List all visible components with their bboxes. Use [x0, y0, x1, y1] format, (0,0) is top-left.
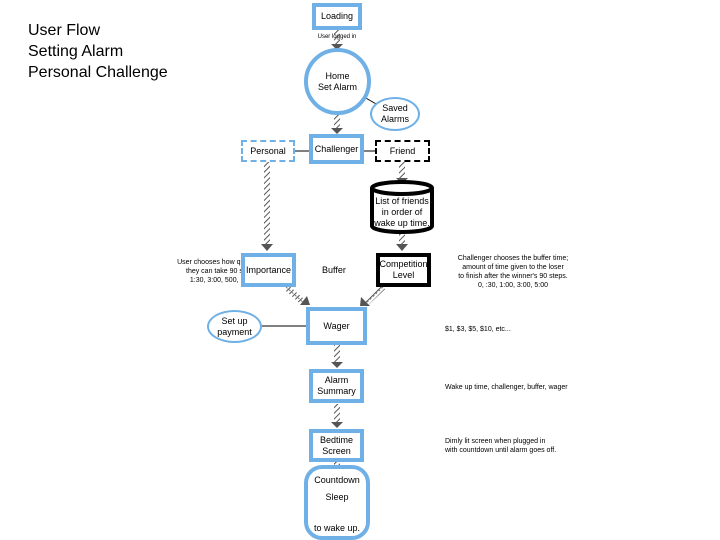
screen-label: Screen: [322, 445, 351, 456]
friends-list-label[interactable]: List of friends in order of wake up time…: [372, 196, 432, 229]
alarm-summary-node[interactable]: Alarm Summary: [309, 369, 364, 403]
title-line: Setting Alarm: [28, 43, 124, 60]
buffer-label: Buffer: [322, 265, 346, 275]
title-line: User Flow: [28, 22, 101, 39]
wager-label: Wager: [323, 320, 350, 331]
arrow-list-competition: [399, 232, 405, 244]
countdown-screen[interactable]: Countdown to wake up.: [304, 465, 370, 540]
arrow-bedtime-countdown: [334, 462, 340, 466]
user-logged-in-note: User logged in: [317, 34, 357, 40]
loading-node[interactable]: Loading: [312, 3, 362, 30]
home-set-alarm-node[interactable]: Home Set Alarm: [304, 48, 371, 115]
arrow-wager-summary: [334, 344, 340, 362]
payment-label: payment: [217, 326, 252, 337]
loading-label: Loading: [320, 11, 354, 21]
arrow-loading-home: [334, 30, 340, 44]
challenger-node[interactable]: Challenger: [309, 134, 364, 164]
importance-node[interactable]: Importance: [241, 253, 296, 287]
to-wake-up-label: to wake up.: [313, 523, 361, 533]
competition-label: Competition: [379, 259, 428, 269]
saved-label: Saved: [382, 103, 408, 113]
buffer-note: Challenger chooses the buffer time; amou…: [457, 255, 569, 289]
title-line: Personal Challenge: [28, 64, 168, 81]
bedtime-note: Dimly lit screen when plugged in with co…: [445, 438, 557, 454]
friends-list-line: wake up time.: [374, 218, 430, 228]
arrowhead: [331, 44, 343, 50]
arrowhead: [331, 362, 343, 368]
arrow-friend-list: [399, 162, 405, 178]
importance-label: Importance: [245, 264, 292, 275]
friend-node[interactable]: Friend: [375, 140, 430, 162]
wager-node[interactable]: Wager: [306, 307, 367, 345]
friend-label: Friend: [389, 145, 416, 156]
summary-note: Wake up time, challenger, buffer, wager: [445, 384, 568, 391]
arrowhead: [300, 296, 310, 305]
personal-label: Personal: [250, 145, 286, 156]
plain-connectors: [262, 96, 379, 327]
arrow-personal-importance: [264, 162, 270, 244]
arrow-summary-bedtime: [334, 404, 340, 422]
competition-level-node[interactable]: Competition Level: [376, 253, 431, 287]
friends-list-line: List of friends: [375, 196, 429, 206]
alarms-label: Alarms: [380, 114, 409, 124]
arrowhead: [331, 422, 343, 428]
page-title: User Flow Setting Alarm Personal Challen…: [28, 20, 168, 83]
challenger-label: Challenger: [314, 143, 359, 154]
saved-alarms-node[interactable]: Saved Alarms: [370, 97, 420, 131]
arrowhead: [396, 244, 408, 251]
alarm-label: Alarm: [324, 375, 349, 385]
countdown-label: Countdown: [314, 475, 360, 485]
sleep-label: Sleep: [325, 492, 349, 502]
home-label: Home: [325, 70, 350, 81]
set-up-payment-node[interactable]: Set up payment: [207, 310, 262, 343]
arrowhead: [331, 128, 343, 134]
level-label: Level: [392, 270, 415, 280]
arrow-home-challenger: [334, 112, 340, 128]
friends-list-database: [370, 180, 434, 234]
hatched-arrows: [261, 30, 408, 466]
arrowhead: [261, 244, 273, 251]
set-up-label: Set up: [221, 315, 248, 326]
arrowhead: [360, 297, 370, 306]
personal-node[interactable]: Personal: [241, 140, 295, 162]
bedtime-label: Bedtime: [319, 434, 354, 445]
bedtime-screen-node[interactable]: Bedtime Screen: [309, 429, 364, 462]
importance-note: User chooses how quickly they can take 9…: [177, 259, 258, 284]
set-alarm-label: Set Alarm: [317, 81, 357, 92]
summary-label: Summary: [317, 386, 356, 396]
wager-note: $1, $3, $5, $10, etc...: [445, 326, 511, 333]
friends-list-line: in order of: [381, 207, 423, 217]
